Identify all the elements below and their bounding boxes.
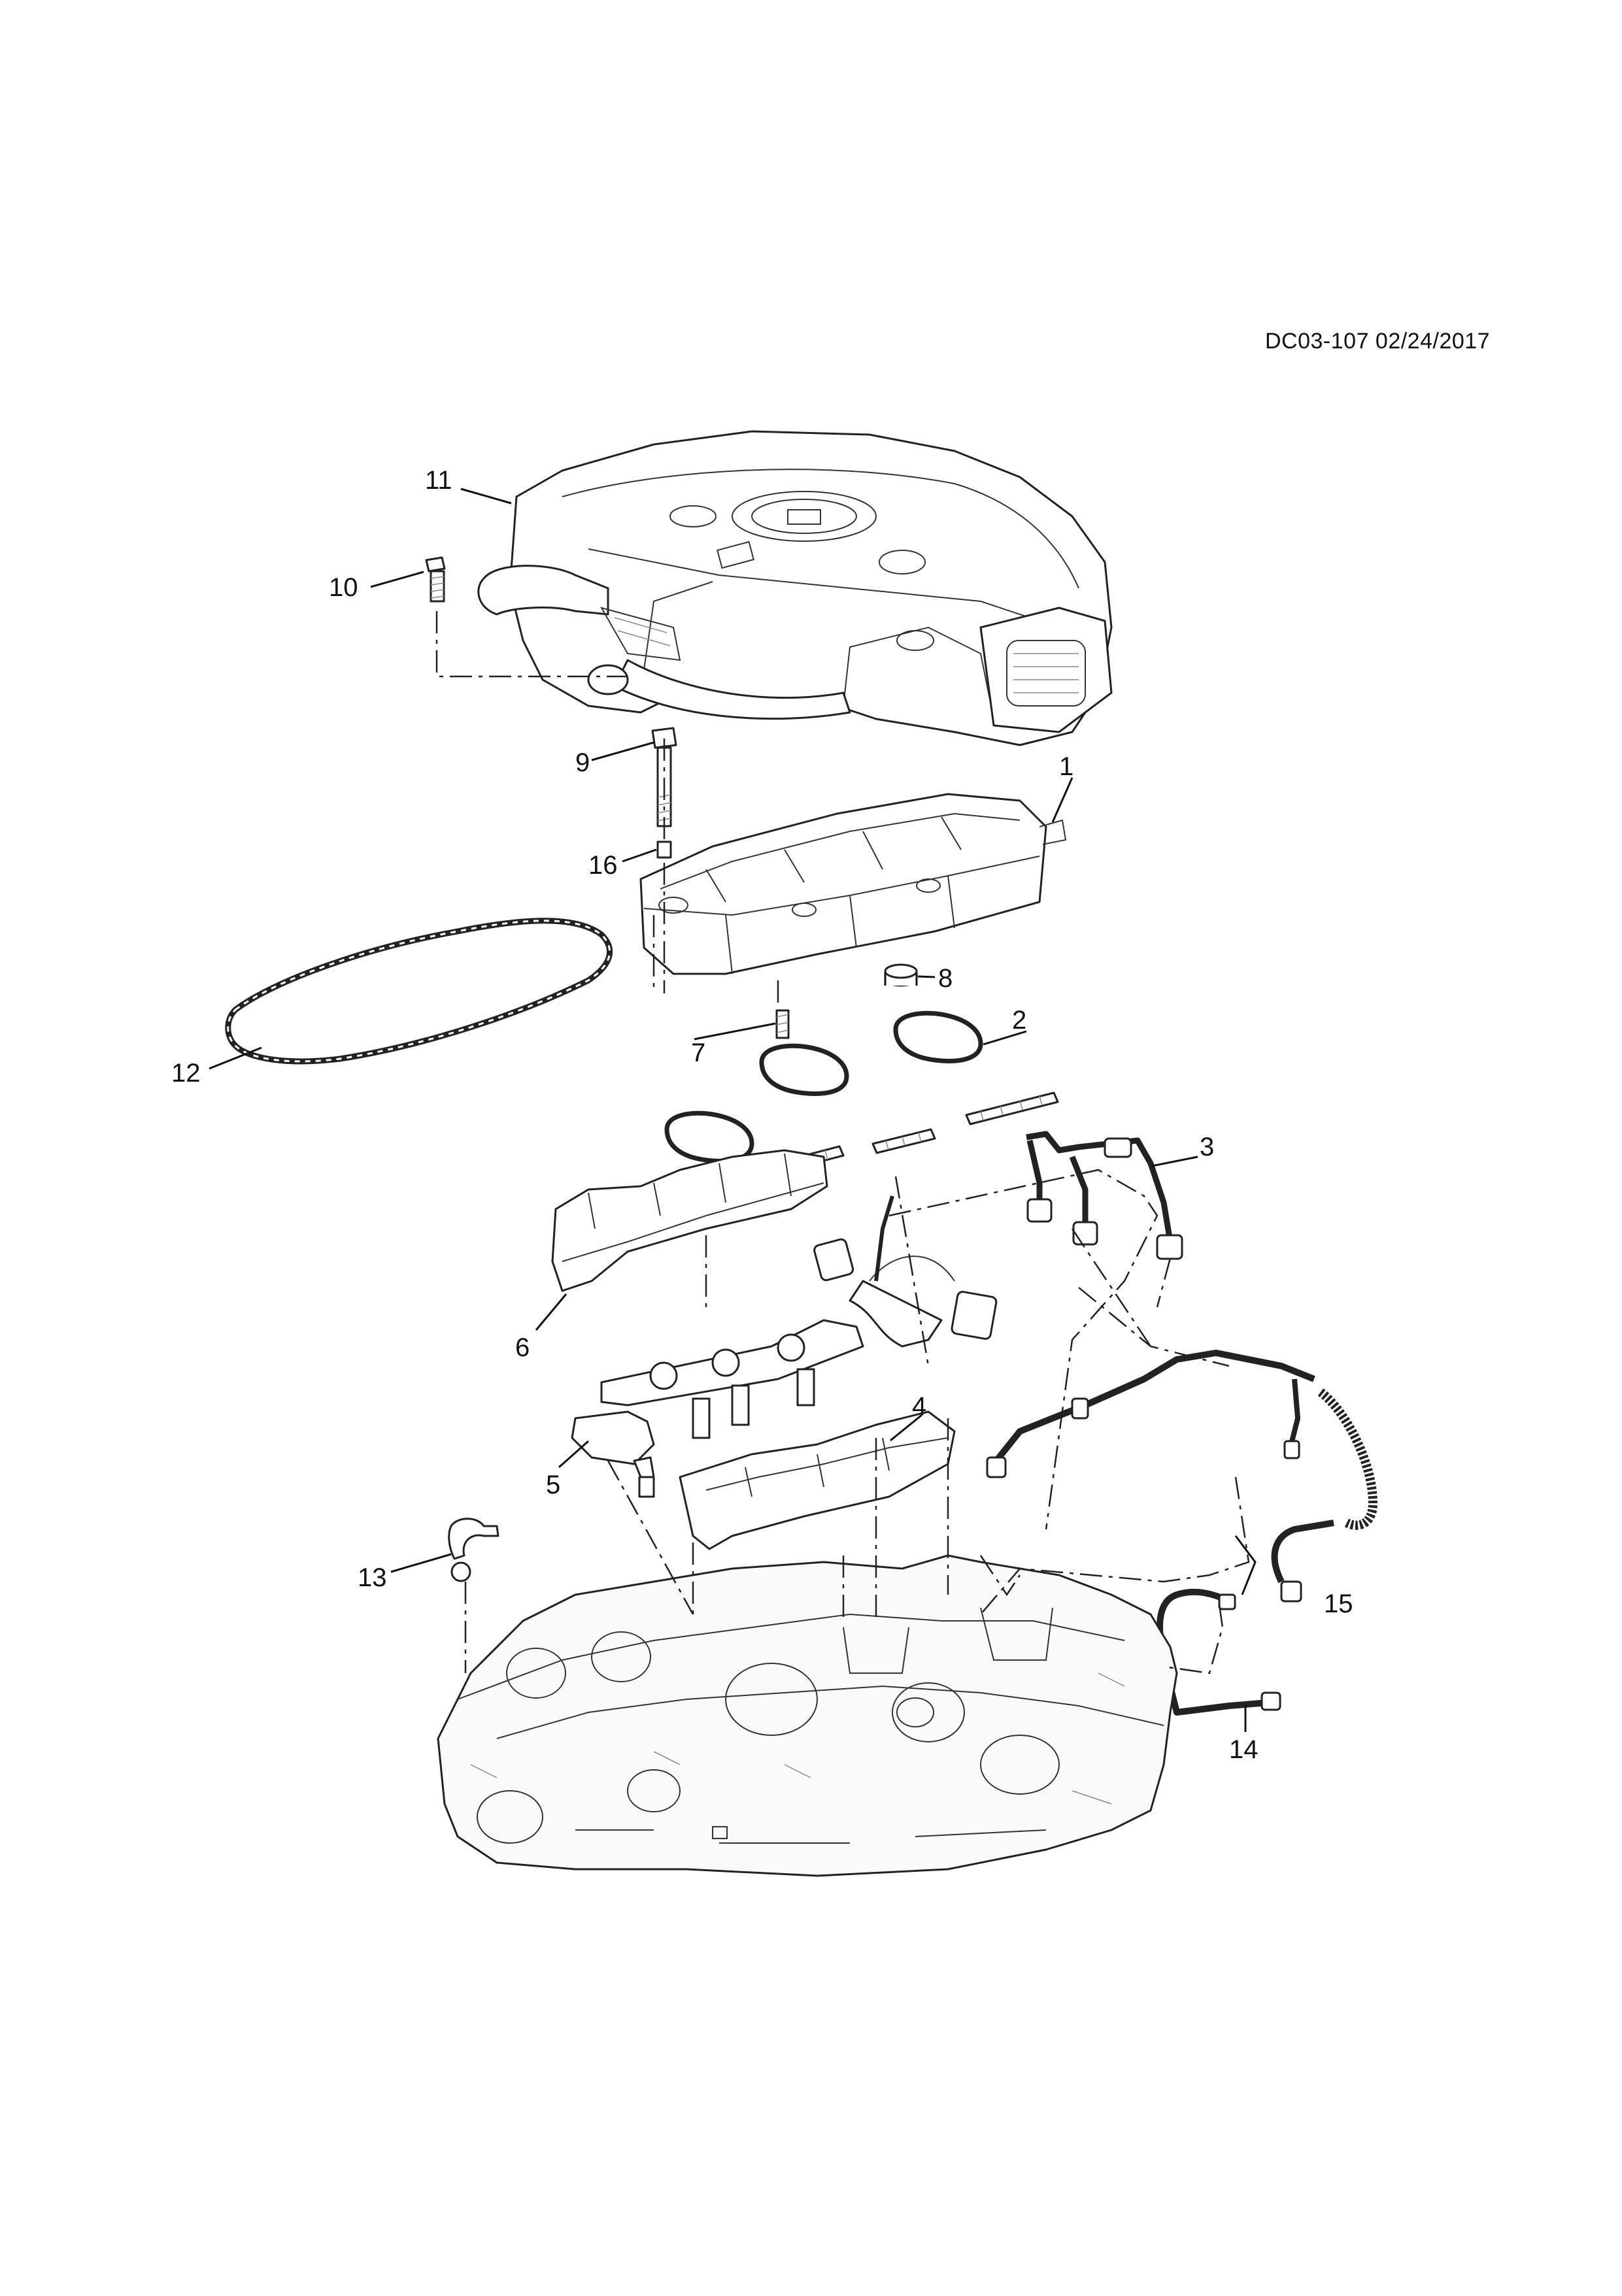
callout-7: 7 xyxy=(691,1039,705,1067)
callout-10: 10 xyxy=(329,573,358,602)
callout-13: 13 xyxy=(358,1563,387,1592)
callout-15: 15 xyxy=(1324,1589,1353,1618)
part-6-fuel-rail-cover xyxy=(551,1149,828,1292)
engine-block-outline xyxy=(437,1554,1178,1877)
part-11-upper-intake-manifold xyxy=(477,430,1113,746)
part-13-hose-fitting xyxy=(448,1518,499,1582)
callout-14: 14 xyxy=(1229,1735,1259,1764)
callout-6: 6 xyxy=(515,1333,530,1362)
part-3-fuel-feed-pipe xyxy=(1026,1131,1183,1260)
callout-1: 1 xyxy=(1059,752,1073,781)
diagram-reference-stamp: DC03-107 02/24/2017 xyxy=(1265,329,1491,354)
assembly-centerlines xyxy=(435,611,1250,1674)
callout-9: 9 xyxy=(575,748,590,777)
part-8-cap xyxy=(884,963,918,987)
callout-3: 3 xyxy=(1200,1133,1214,1161)
callout-leaders xyxy=(209,488,1257,1732)
part-4-fuel-rail-and-injectors xyxy=(600,1195,998,1439)
callout-labels: 1 2 3 4 5 6 7 8 9 10 11 12 13 14 15 16 xyxy=(171,466,1353,1764)
part-4-fuel-rail-cover xyxy=(679,1410,956,1550)
callout-2: 2 xyxy=(1012,1006,1026,1035)
part-1-lower-intake-manifold xyxy=(639,793,1067,975)
part-2-port-gaskets xyxy=(664,1010,983,1163)
callout-5: 5 xyxy=(546,1471,560,1499)
part-2-locating-pins xyxy=(783,1091,1059,1171)
part-5-fuel-injector xyxy=(571,1410,655,1498)
callout-4: 4 xyxy=(912,1392,926,1421)
part-16-spacer xyxy=(656,840,672,859)
part-15-vent-hose xyxy=(986,1350,1377,1603)
callout-8: 8 xyxy=(938,964,953,993)
part-7-stud xyxy=(775,1009,790,1039)
callout-16: 16 xyxy=(588,851,618,880)
part-10-bolt xyxy=(425,556,446,603)
callout-11: 11 xyxy=(425,466,452,495)
callout-12: 12 xyxy=(171,1059,201,1088)
part-12-manifold-gasket xyxy=(225,918,613,1065)
